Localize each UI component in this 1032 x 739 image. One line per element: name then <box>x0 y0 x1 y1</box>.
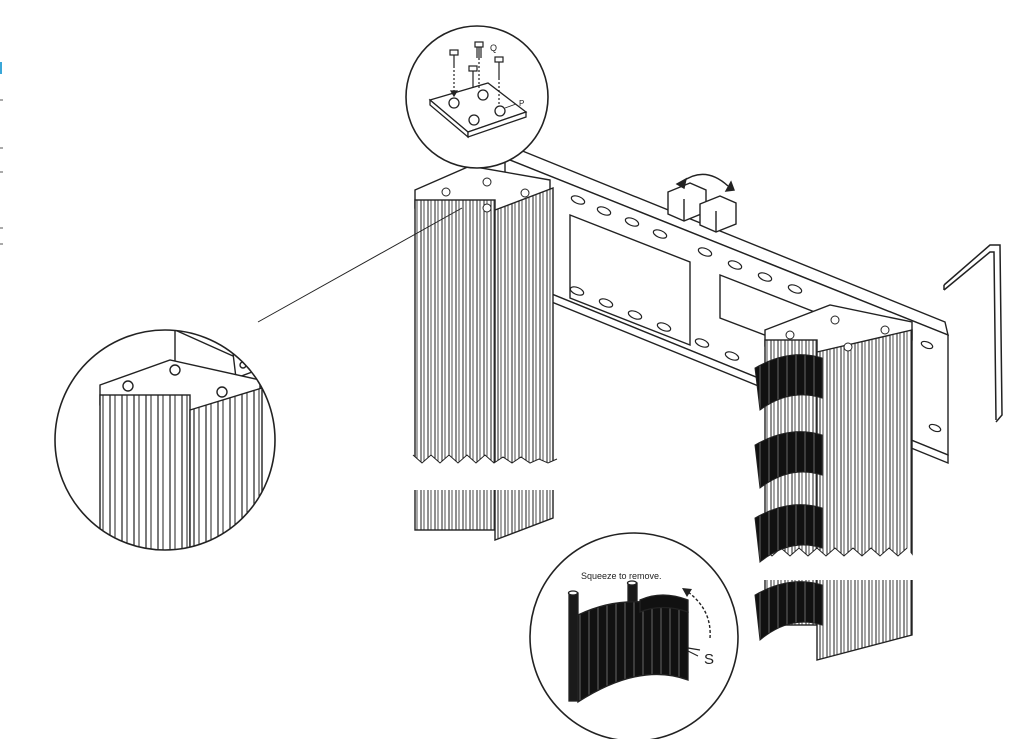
label-q: Q <box>490 43 497 53</box>
screw-icon <box>449 41 504 104</box>
left-column <box>412 165 558 542</box>
rotate-arrow-icon <box>667 173 737 233</box>
leader-line <box>257 207 463 323</box>
hex-key-icon <box>943 244 1003 423</box>
label-p: P <box>519 99 524 108</box>
curved-arrow-icon <box>687 591 711 639</box>
rail-slots <box>569 195 942 433</box>
squeeze-note: Squeeze to remove. <box>581 571 662 581</box>
label-s: S <box>704 651 714 668</box>
detail-circle-bottom: S Squeeze to remove. <box>529 532 739 739</box>
cable-clip-icon <box>754 354 823 641</box>
detail-circle-top: Q P <box>405 25 549 169</box>
page-edge-marks <box>0 62 3 245</box>
detail-circle-left <box>54 329 276 551</box>
